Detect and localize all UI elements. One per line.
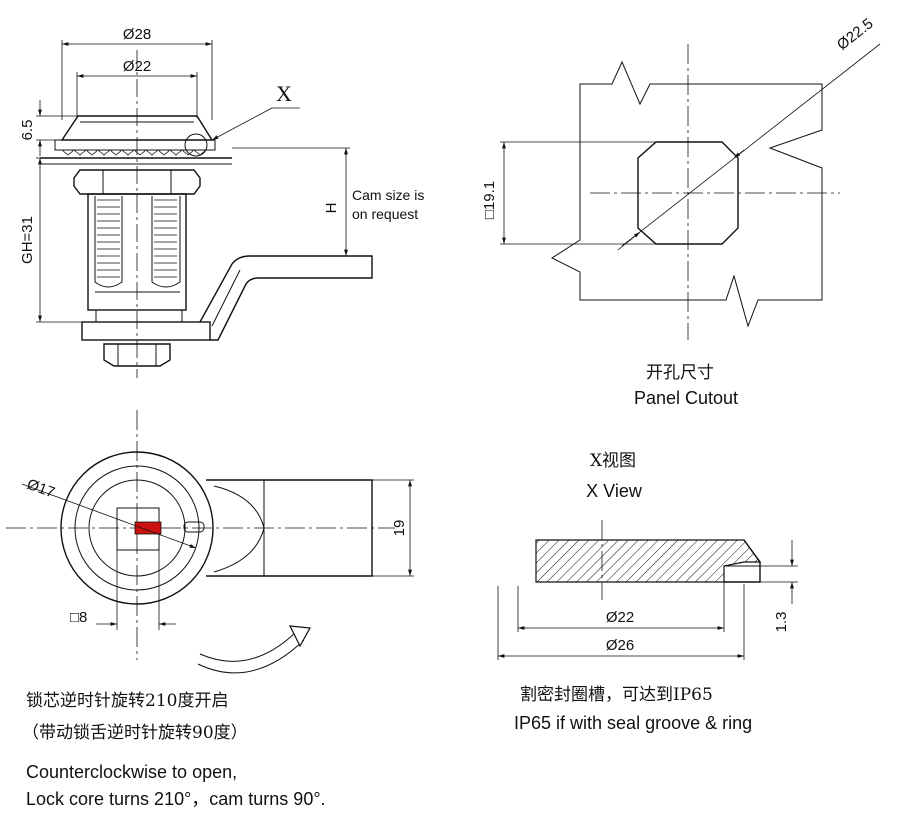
x-view-title-en: X View — [586, 481, 643, 501]
dim-xview-outer: Ø26 — [606, 637, 634, 654]
dim-cutout-diagonal: Ø22.5 — [834, 15, 877, 54]
dim-inner-diameter: Ø22 — [123, 58, 151, 75]
dim-cam-h: H — [323, 203, 340, 214]
seal-note-cn: 割密封圈槽，可达到IP65 — [520, 685, 713, 705]
dim-cap-height: 6.5 — [19, 120, 36, 141]
dim-cutout-square: □19.1 — [481, 181, 498, 219]
panel-cutout-title-en: Panel Cutout — [634, 388, 738, 408]
open-note-cn-2: （带动锁舌逆时针旋转90度） — [22, 723, 248, 743]
detail-marker-x: X — [276, 81, 292, 106]
seal-note-en: IP65 if with seal groove & ring — [514, 713, 752, 733]
x-view: X视图 X View Ø22 Ø26 1.3 割密封圈槽，可达到IP65 IP6… — [497, 451, 798, 733]
cam-note-line-2: on request — [352, 206, 418, 222]
dim-xview-inner: Ø22 — [606, 609, 634, 626]
dim-grip-height: GH=31 — [19, 216, 36, 264]
x-view-title-cn: X视图 — [590, 451, 636, 471]
side-view: Ø28 Ø22 6.5 GH=31 H Cam size is on reque… — [19, 26, 424, 378]
open-note-cn-1: 锁芯逆时针旋转210度开启 — [26, 691, 228, 711]
cam-note-line-1: Cam size is — [352, 187, 424, 203]
open-note-en-2: Lock core turns 210°，cam turns 90°. — [26, 789, 326, 809]
panel-cutout-title-cn: 开孔尺寸 — [646, 363, 714, 383]
front-view: Ø17 19 □8 锁芯逆时针旋转210度开启 （带动锁舌逆时针旋转90度） C… — [6, 410, 414, 809]
dim-xview-depth: 1.3 — [773, 612, 790, 633]
dim-outer-diameter: Ø28 — [123, 26, 151, 43]
key-slot-red — [134, 521, 162, 535]
dim-key-square: □8 — [70, 609, 87, 626]
open-note-en-1: Counterclockwise to open, — [26, 762, 237, 782]
dim-front-diameter: Ø17 — [25, 476, 57, 502]
panel-cutout-view: Ø22.5 □19.1 开孔尺寸 Panel Cutout — [481, 15, 881, 408]
dim-front-width: 19 — [391, 520, 408, 537]
